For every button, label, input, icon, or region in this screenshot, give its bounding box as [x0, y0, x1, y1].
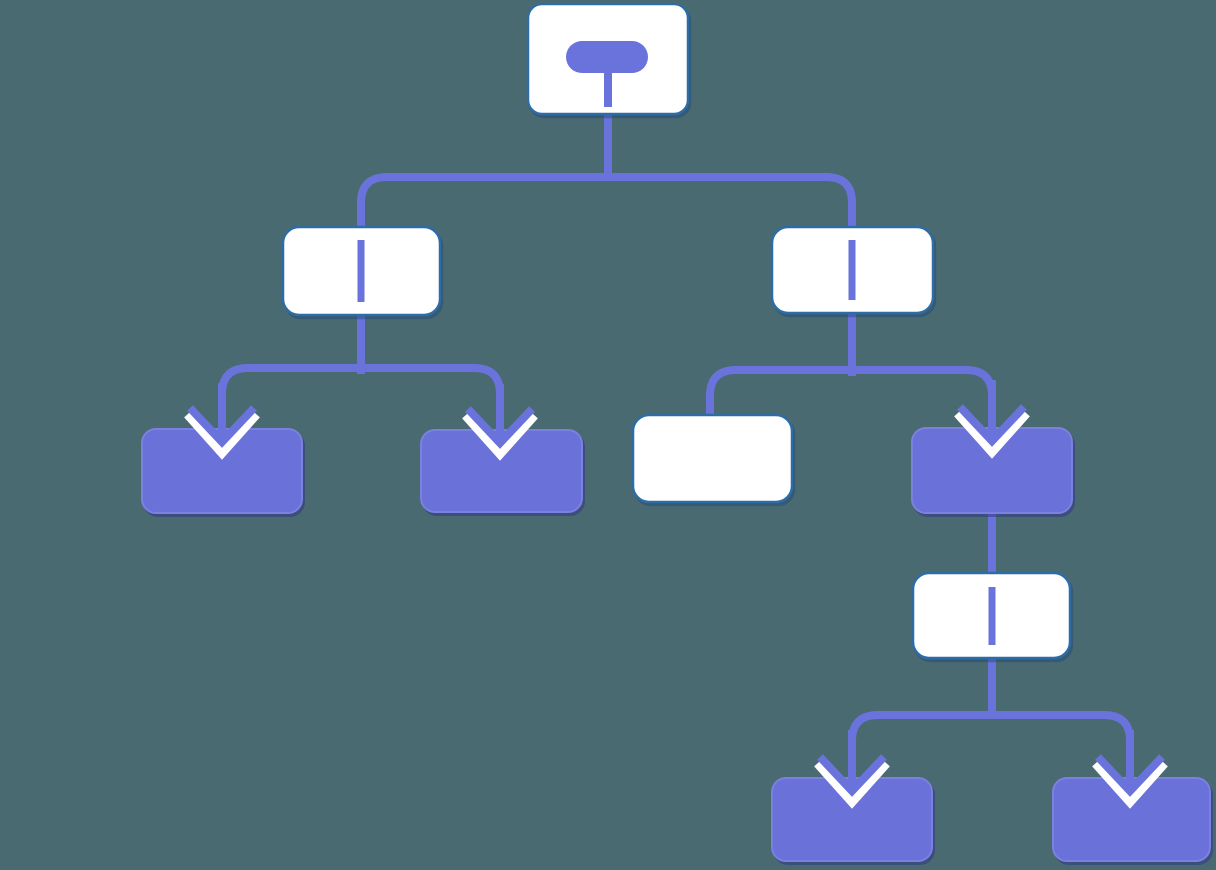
branch-node-bottom [911, 571, 1072, 660]
root-node [526, 2, 690, 116]
chevron-purple [1095, 754, 1165, 797]
chevron-down-arrow-icon [184, 383, 260, 460]
chevron-white [1092, 757, 1168, 809]
chevron-down-arrow-icon [954, 380, 1030, 459]
chevron-purple [817, 754, 887, 797]
nodes-layer [141, 2, 1211, 862]
edge-split-right-branch [706, 366, 996, 420]
chevron-purple [187, 405, 257, 448]
chevron-down-arrow-icon [462, 384, 538, 461]
edge-split-bottom-branch [848, 711, 1134, 756]
empty-node-box [631, 413, 794, 504]
empty-node [631, 413, 794, 504]
chevron-white [814, 757, 890, 809]
pill-icon [566, 41, 648, 73]
chevron-purple [465, 406, 535, 449]
branch-node-left [281, 225, 442, 317]
chevron-white [462, 409, 538, 461]
chevron-down-arrow-icon [1092, 730, 1168, 809]
chevron-down-arrow-icon [814, 730, 890, 809]
edge-split-left-branch [218, 364, 504, 410]
branch-node-right [770, 225, 935, 315]
chevron-white [954, 407, 1030, 459]
arrows-layer [184, 380, 1168, 809]
edge-split-root-to-branches [357, 173, 856, 235]
chevron-purple [957, 404, 1027, 447]
chevron-white [184, 408, 260, 460]
